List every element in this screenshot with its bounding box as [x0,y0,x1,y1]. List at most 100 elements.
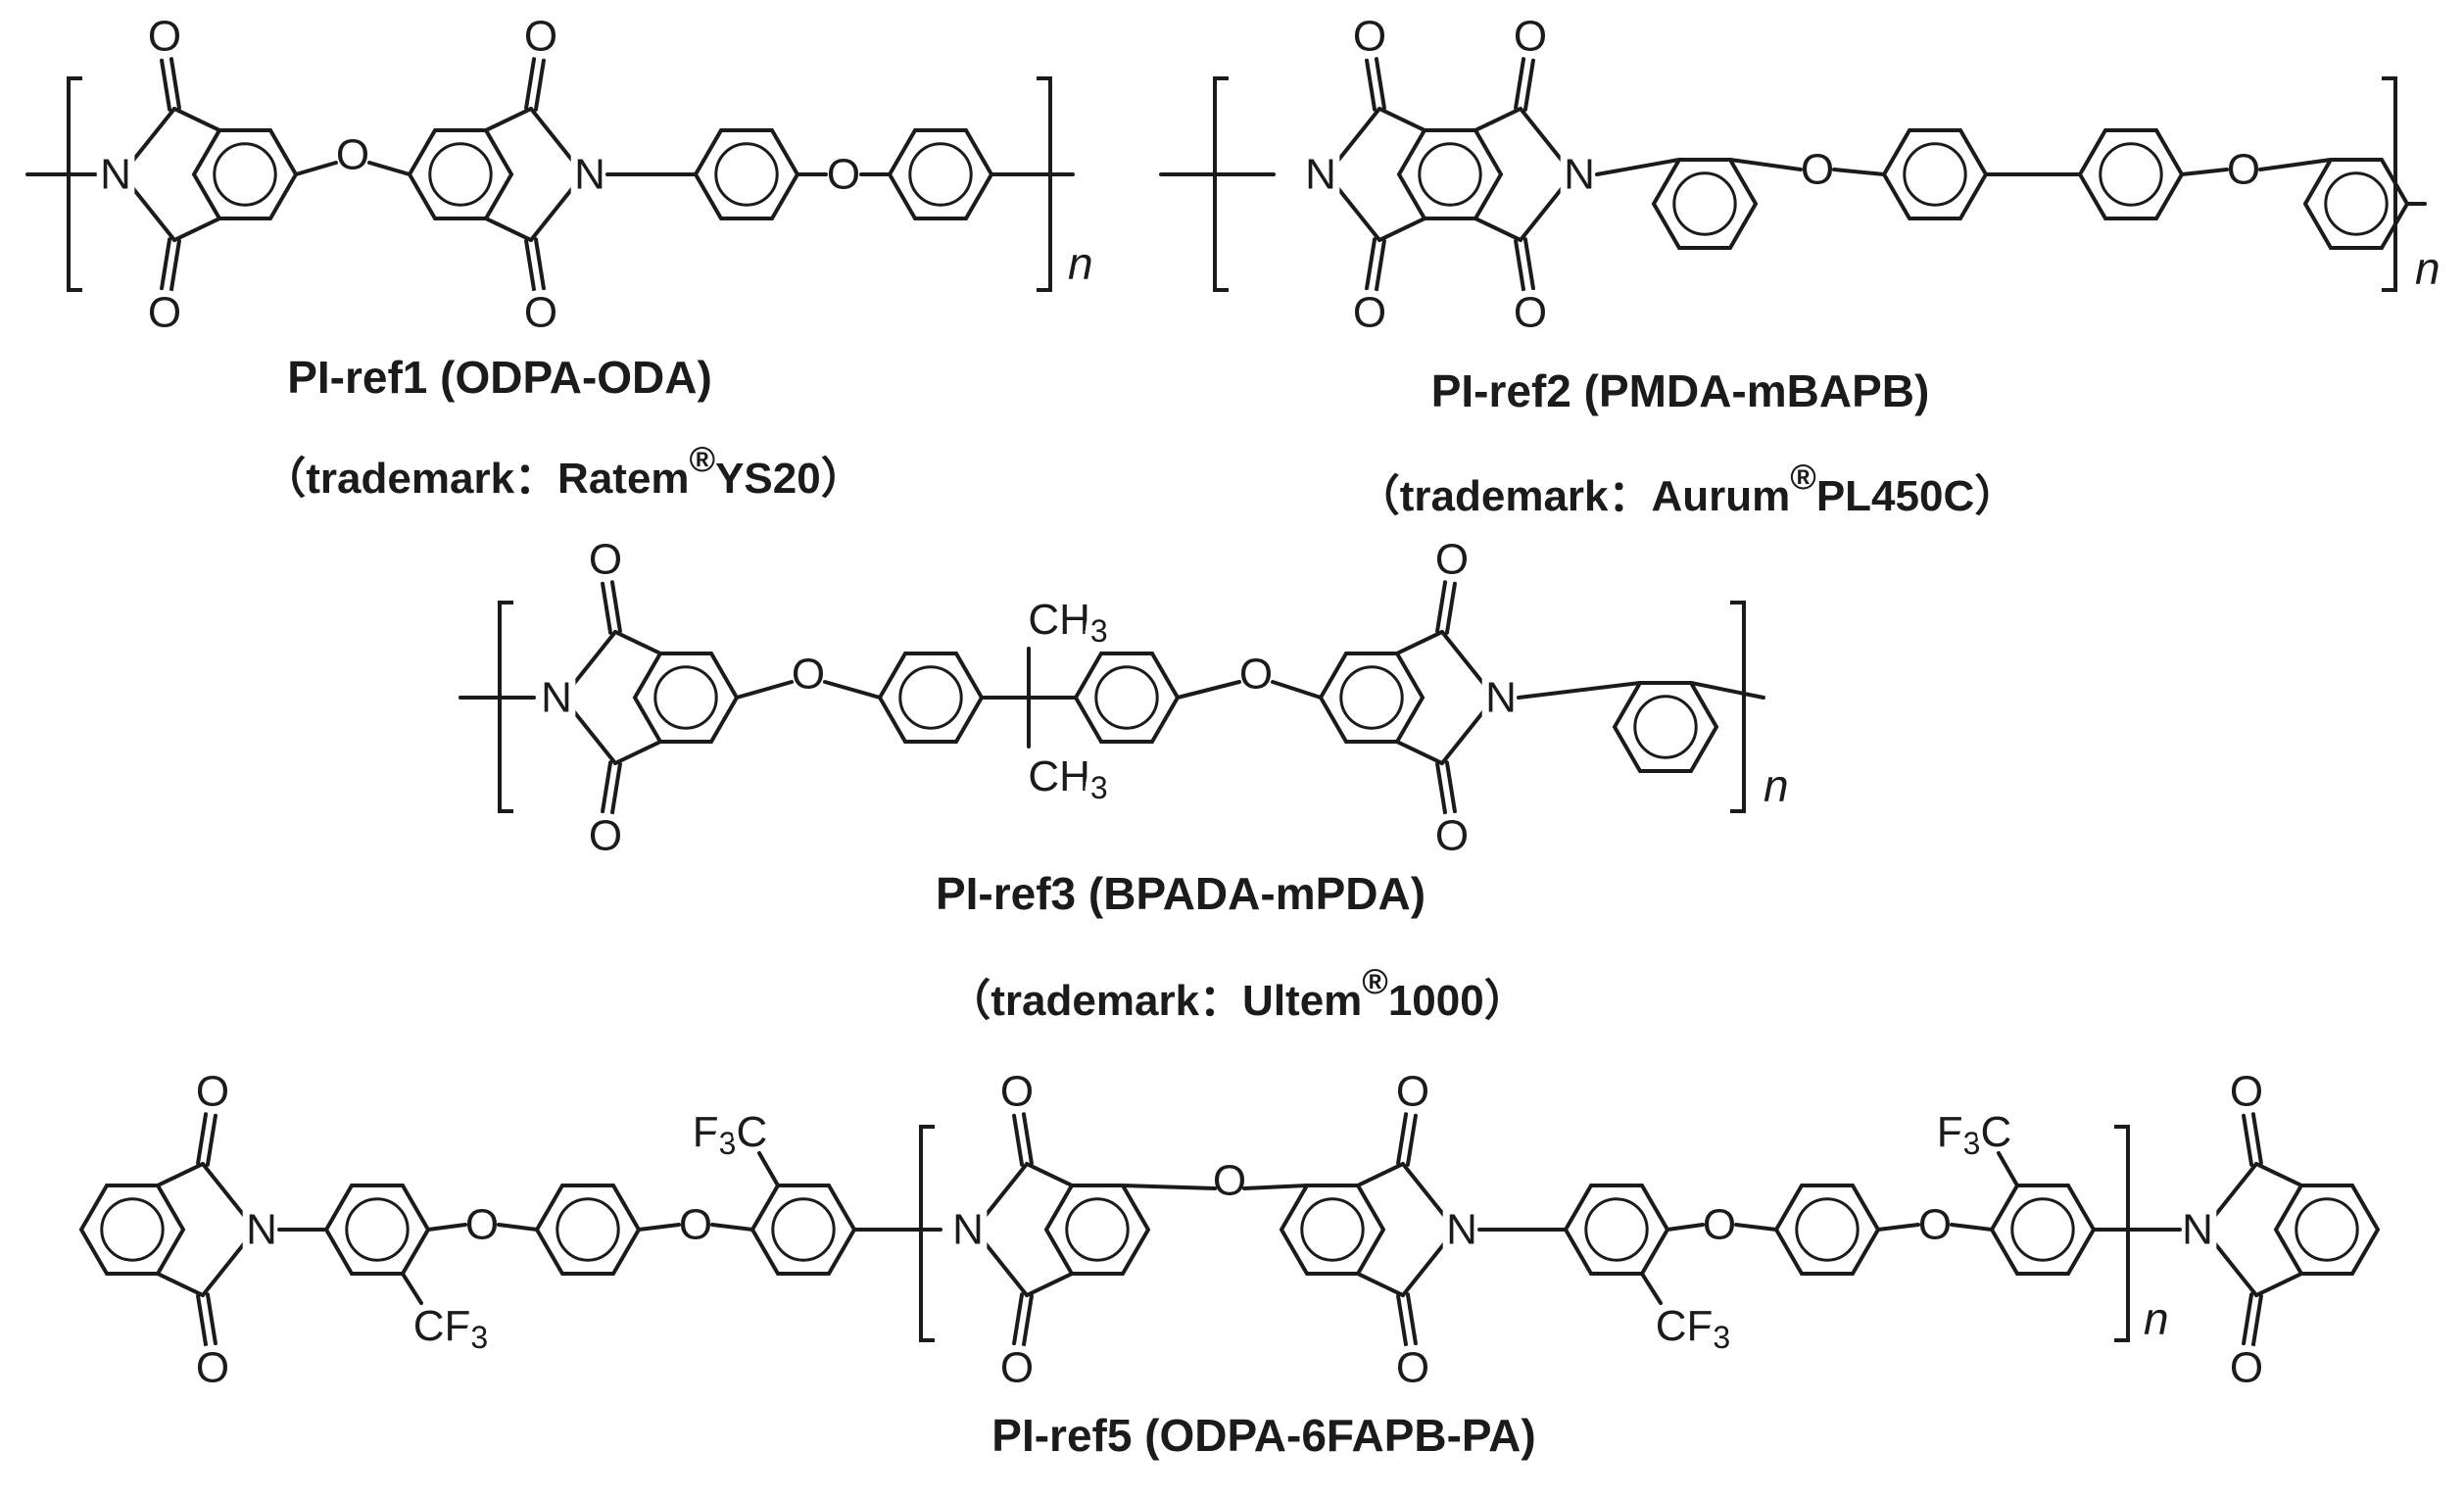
trademark-prefix: （trademark： [1356,472,1652,520]
trifluoromethyl-group: CF3 [413,1302,488,1356]
bond [570,629,617,688]
imide-nitrogen: N [2182,1206,2213,1254]
trademark-pi-ref3: （trademark：Ultem®1000） [947,961,1527,1028]
benzene-ring [632,651,740,745]
trifluoromethyl-group: F3C [693,1108,767,1162]
bond [401,1272,423,1305]
bond [524,57,537,111]
bond [201,1239,248,1298]
aromatic-circle [1094,665,1159,730]
aromatic-circle [714,142,779,207]
bond [1401,1161,1448,1220]
imide-nitrogen: N [246,1206,277,1254]
imide-nitrogen: N [541,674,572,722]
bond [169,57,181,111]
registered-mark: ® [1362,961,1388,1002]
bond [1522,58,1535,112]
bond [2254,1161,2303,1187]
bond [529,184,576,243]
trademark-prefix: （trademark： [263,455,558,503]
bond [2250,1293,2263,1347]
bond [1334,184,1381,243]
carbonyl-oxygen: O [1435,812,1469,860]
bond [1356,1272,1405,1298]
imide-nitrogen: N [1446,1206,1477,1254]
aromatic-circle [2295,1197,2359,1262]
bond [735,680,794,700]
repeat-bracket-left [498,601,513,813]
bond [169,238,181,292]
trademark-product: 1000） [1387,977,1527,1025]
bond [524,238,537,292]
aromatic-circle [908,142,973,207]
ether-oxygen: O [1213,1157,1246,1205]
bond [1832,168,1886,176]
bond [1021,1293,1034,1347]
bond [205,1113,217,1167]
carbonyl-oxygen: O [1000,1344,1034,1392]
bond [1025,1272,1074,1298]
bond [1365,237,1377,291]
bond [129,184,176,243]
bond [1271,680,1323,700]
ether-oxygen: O [827,151,860,199]
label-pi-ref2: PI-ref2 (PMDA-mBAPB) [1430,365,1930,416]
bond [1012,1292,1025,1346]
bond [1444,581,1457,635]
bond [1405,1113,1418,1167]
bond [1377,106,1426,132]
bond [1377,217,1426,243]
bond [1474,217,1522,243]
imide-nitrogen: N [1485,674,1517,722]
registered-mark: ® [689,439,716,480]
carbonyl-oxygen: O [589,535,622,583]
bond [601,581,613,635]
label-pi-ref5: PI-ref5 (ODPA-6FAPB-PA) [991,1410,1536,1461]
aromatic-circle [1633,695,1698,759]
ether-oxygen: O [679,1201,712,1249]
bond [156,1161,205,1187]
bond [294,161,338,176]
bond [601,760,613,814]
aromatic-circle [100,1197,165,1262]
imide-nitrogen: N [1564,151,1595,199]
repeat-bracket-right [2382,76,2397,292]
bond [1474,106,1522,132]
repeat-bracket-left [919,1125,935,1342]
bond [1522,237,1535,291]
bond [1176,680,1241,700]
bond [201,1161,248,1220]
carbonyl-oxygen: O [196,1067,229,1115]
trademark-prefix: （trademark： [947,977,1243,1025]
carbonyl-oxygen: O [1435,535,1469,583]
aromatic-circle [2010,1197,2075,1262]
bond [710,1223,754,1232]
bond [1440,707,1487,766]
carbonyl-oxygen: O [589,812,622,860]
bond [1728,157,1803,171]
carbonyl-oxygen: O [1514,289,1547,337]
benzene-ring [2273,1183,2381,1277]
aromatic-circle [771,1197,836,1262]
bond [1514,57,1526,111]
trademark-product: YS20） [715,455,864,503]
bond [2180,168,2229,176]
bond [613,629,662,655]
bond [1640,1272,1663,1305]
bond [1025,1161,1074,1187]
aromatic-circle [653,665,718,730]
bond [1242,1183,1309,1190]
bond [982,1239,1029,1298]
bond [982,1161,1029,1220]
methyl-group: CH3 [1028,596,1107,650]
bond [2254,1272,2303,1298]
ether-oxygen: O [1918,1201,1952,1249]
bond [1395,740,1444,766]
carbonyl-oxygen: O [1353,12,1386,60]
label-pi-ref3: PI-ref3 (BPADA-mPDA) [935,868,1426,919]
aromatic-circle [1339,665,1404,730]
carbonyl-oxygen: O [2230,1067,2263,1115]
bond [1514,238,1526,292]
bond [1374,57,1386,111]
